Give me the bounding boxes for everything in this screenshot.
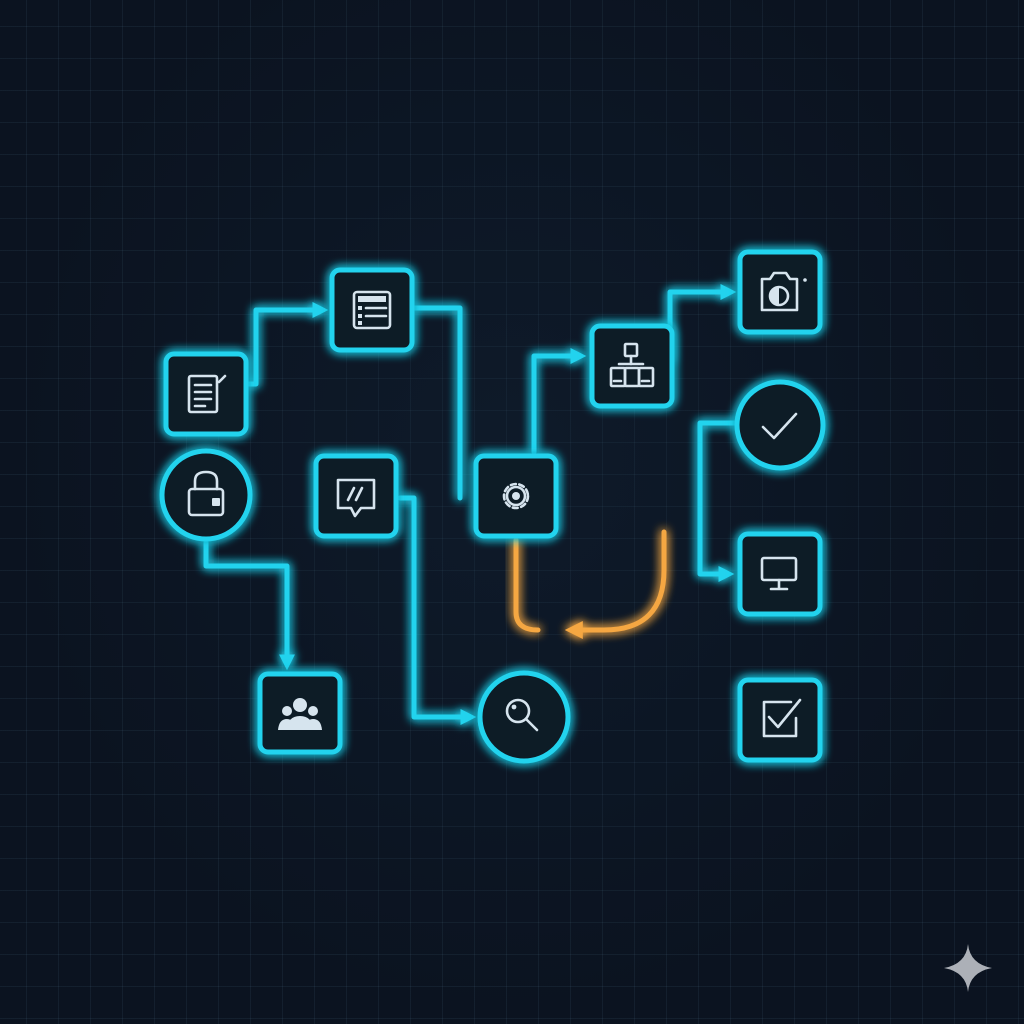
list-icon — [352, 290, 392, 330]
monitor-icon — [760, 556, 798, 591]
node-search[interactable] — [477, 670, 571, 764]
sparkle-watermark-icon — [944, 944, 992, 992]
edge-check-to-monitor-left — [697, 420, 739, 583]
node-lock[interactable] — [159, 448, 253, 542]
node-chat[interactable] — [313, 453, 399, 539]
edge-network-to-camera — [667, 283, 737, 363]
node-camera[interactable] — [737, 249, 823, 335]
node-monitor[interactable] — [737, 531, 823, 617]
gear-icon — [502, 482, 530, 510]
lock-icon — [187, 470, 225, 517]
node-network[interactable] — [589, 323, 675, 409]
check-icon — [761, 412, 798, 440]
edge-chat-to-search — [397, 495, 477, 726]
network-icon — [609, 342, 655, 388]
node-gear[interactable] — [473, 453, 559, 539]
users-icon — [278, 698, 322, 730]
node-document[interactable] — [163, 351, 249, 437]
search-icon — [505, 698, 539, 732]
node-list[interactable] — [329, 267, 415, 353]
document-icon — [187, 374, 227, 414]
edge-document-to-list — [245, 301, 329, 387]
edge-gear-to-network — [531, 347, 587, 455]
node-users[interactable] — [257, 671, 343, 755]
edge-lock-to-users — [203, 539, 296, 671]
edge-list-to-gear — [411, 305, 463, 501]
chat-edit-icon — [336, 478, 376, 518]
node-checkbox[interactable] — [737, 677, 823, 763]
loop-gear-return — [513, 537, 541, 633]
node-check-circle[interactable] — [734, 379, 826, 471]
connectors — [197, 283, 787, 726]
checkbox-icon — [762, 698, 802, 738]
camera-icon — [760, 271, 807, 312]
loop-curve-arrow — [564, 529, 667, 639]
